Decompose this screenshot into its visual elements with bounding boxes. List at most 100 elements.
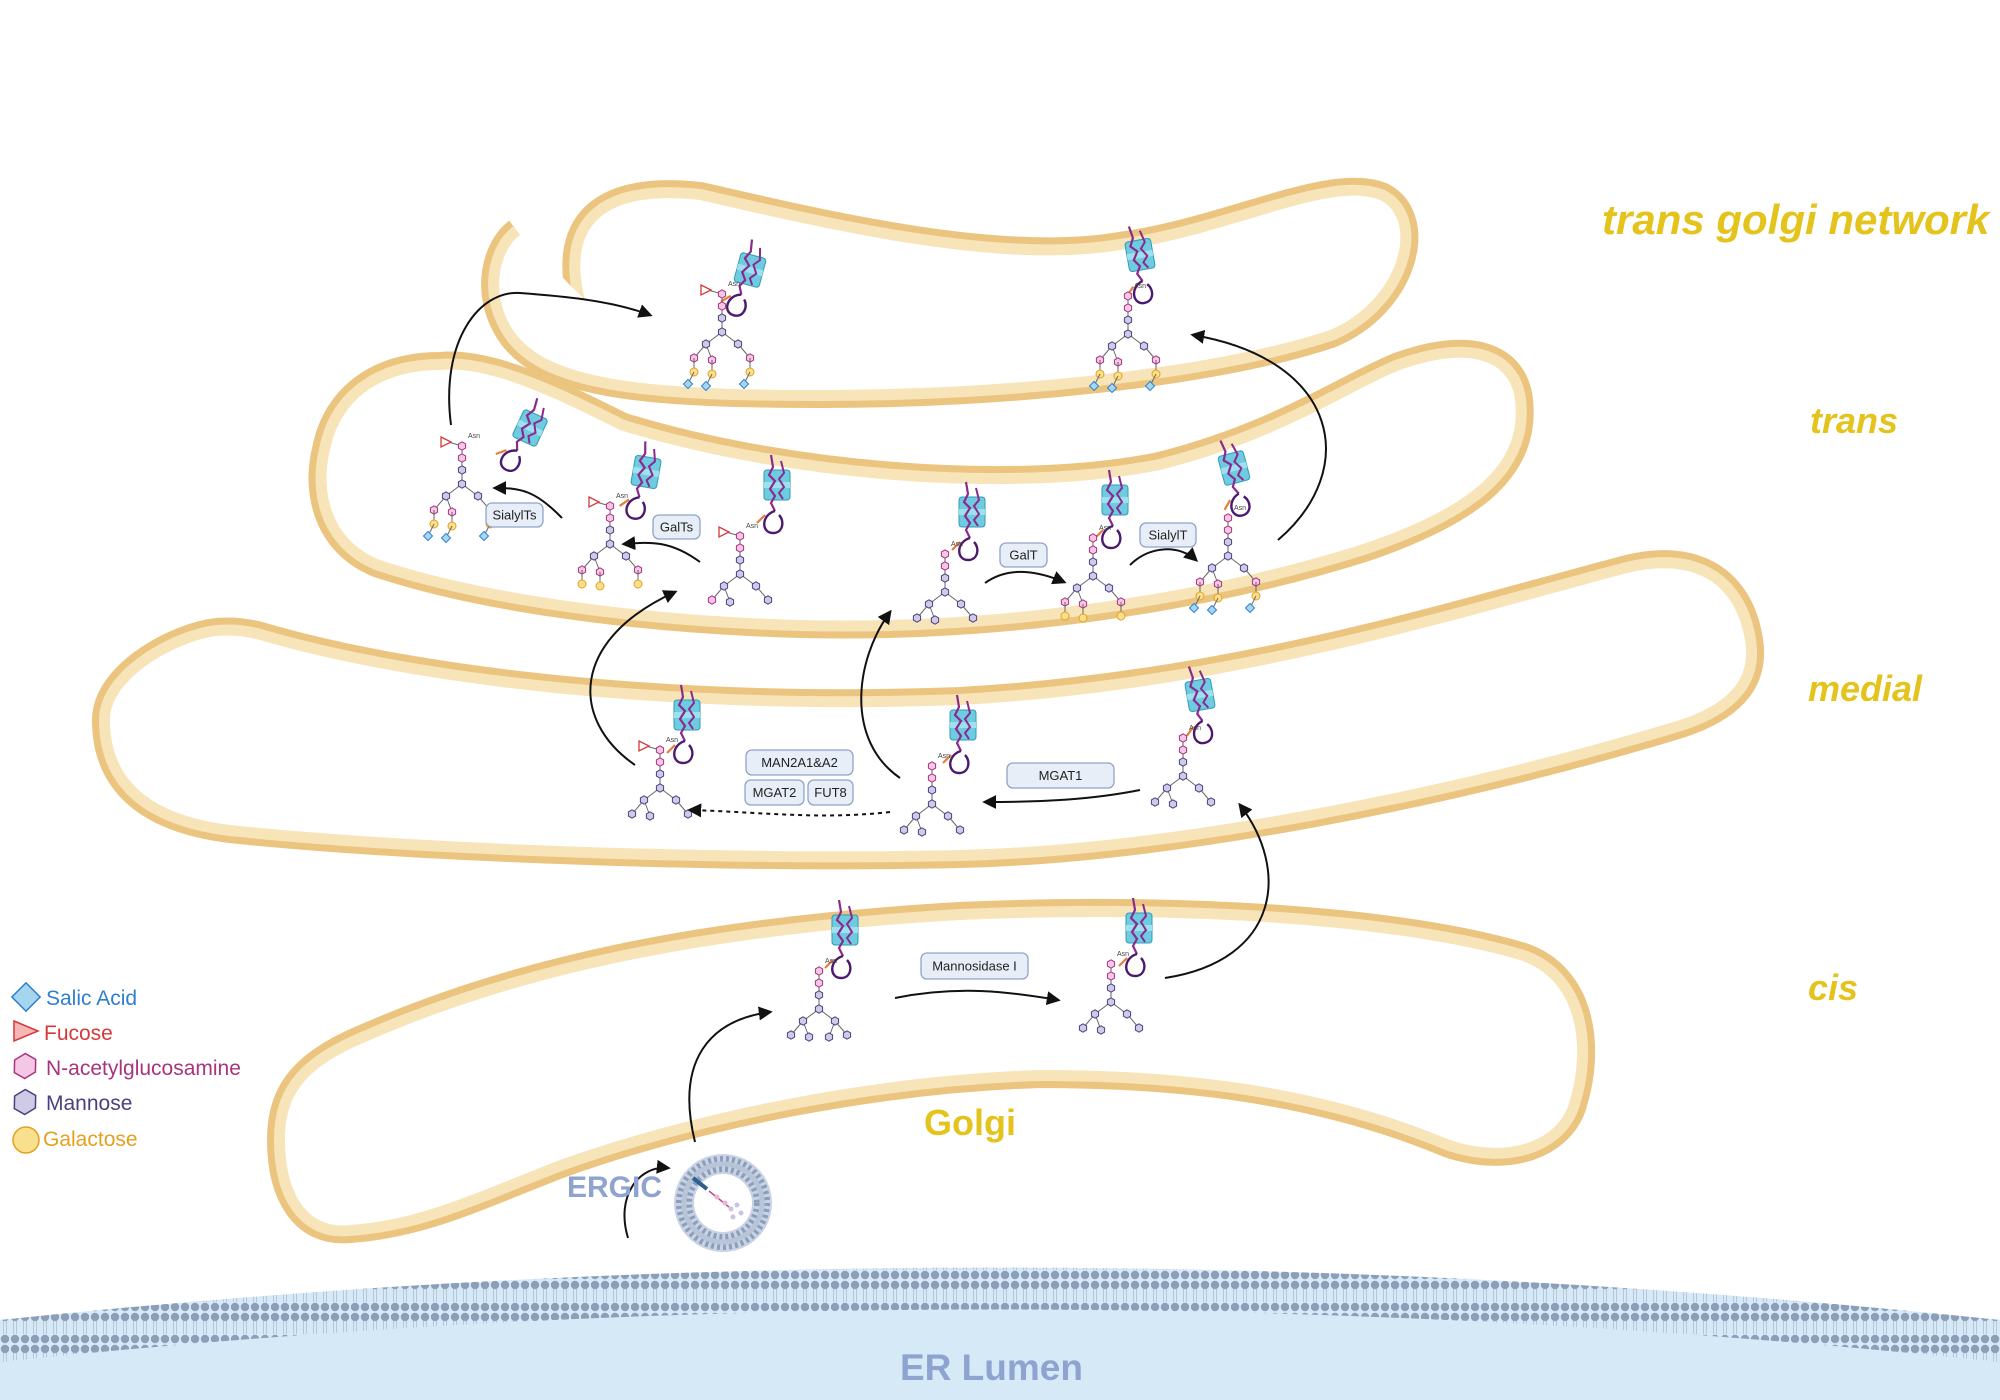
- glycoprotein: Asn: [682, 234, 772, 392]
- legend-label: Mannose: [46, 1092, 132, 1115]
- mannose-icon: [735, 555, 745, 565]
- enzyme-label: SialylTs: [492, 508, 537, 523]
- glcnac-icon: [717, 301, 727, 311]
- mannose-icon: [1104, 583, 1114, 593]
- mannose-icon: [717, 327, 727, 337]
- n-glycan: Asn: [786, 958, 852, 1042]
- sialic-icon: [738, 378, 750, 390]
- mannose-icon: [473, 491, 483, 501]
- enzyme-label: MGAT2: [753, 785, 797, 800]
- mannose-icon: [719, 581, 729, 591]
- glcnac-icon: [655, 745, 665, 755]
- sialic-icon: [682, 378, 694, 390]
- mannose-icon: [1150, 797, 1160, 807]
- transport-arrow: [1164, 802, 1270, 979]
- mannose-icon: [1162, 783, 1172, 793]
- galactose-icon: [1060, 611, 1070, 621]
- mannose-icon: [912, 613, 922, 623]
- n-glycan: Asn: [707, 523, 773, 607]
- enzyme-sialylts: SialylTs: [485, 502, 544, 528]
- glcnac-icon: [735, 531, 745, 541]
- glcnac-icon: [940, 549, 950, 559]
- mannose-icon: [824, 1032, 834, 1042]
- glcnac-icon: [13, 1052, 37, 1080]
- svg-text:Asn: Asn: [1099, 525, 1111, 532]
- mannose-icon: [1072, 583, 1082, 593]
- mannose-icon: [1134, 1023, 1144, 1033]
- galactose-icon: [577, 579, 587, 589]
- enzyme-label: GalTs: [660, 520, 694, 535]
- galactose-icon: [633, 579, 643, 589]
- mannose-icon: [930, 615, 940, 625]
- mannose-icon: [725, 597, 735, 607]
- mannose-icon: [1088, 571, 1098, 581]
- transport-arrow: [1190, 329, 1327, 541]
- mannose-icon: [917, 827, 927, 837]
- mannose-icon: [899, 825, 909, 835]
- reaction-arrows: [448, 291, 1327, 1239]
- enzyme-fut8: FUT8: [807, 779, 854, 806]
- fucose-icon: [13, 1019, 40, 1043]
- transport-arrow: [688, 1006, 773, 1143]
- mannose-icon: [1223, 537, 1233, 547]
- mannose-icon: [1096, 1025, 1106, 1035]
- sialic-icon: [1144, 380, 1156, 392]
- mannose-icon: [605, 539, 615, 549]
- n-glycan: Asn: [1088, 283, 1161, 394]
- svg-text:Asn: Asn: [666, 737, 678, 744]
- legend-label: Salic Acid: [46, 987, 137, 1010]
- mannose-icon: [671, 795, 681, 805]
- glcnac-icon: [655, 757, 665, 767]
- n-glycan: Asn: [1078, 951, 1144, 1035]
- mannose-icon: [1178, 771, 1188, 781]
- transport-arrow: [982, 789, 1141, 809]
- svg-text:Asn: Asn: [825, 958, 837, 965]
- mannose-icon: [735, 569, 745, 579]
- glycoprotein: Asn: [912, 480, 987, 625]
- glycoprotein: Asn: [707, 453, 792, 607]
- stage-label-tgn: trans golgi network: [1602, 196, 1992, 243]
- svg-text:Asn: Asn: [1234, 505, 1246, 512]
- mannose-icon: [1206, 797, 1216, 807]
- svg-text:Asn: Asn: [728, 281, 740, 288]
- er-lumen-label: ER Lumen: [900, 1347, 1083, 1388]
- golgi-label: Golgi: [924, 1102, 1016, 1143]
- mannose-icon: [1090, 1009, 1100, 1019]
- mannose-icon: [1122, 1009, 1132, 1019]
- glcnac-icon: [1088, 533, 1098, 543]
- mannose-icon: [911, 811, 921, 821]
- transport-arrow: [589, 590, 678, 766]
- mannose-icon: [842, 1030, 852, 1040]
- mannose-icon: [1107, 341, 1117, 351]
- glcnac-icon: [1106, 971, 1116, 981]
- sialic-icon: [1206, 604, 1218, 616]
- glcnac-icon: [927, 773, 937, 783]
- glcnac-icon: [1106, 959, 1116, 969]
- mannose-icon: [639, 795, 649, 805]
- mannose-icon: [927, 785, 937, 795]
- cisterna-cis: [267, 898, 1596, 1244]
- stage-label-medial: medial: [1808, 668, 1923, 709]
- svg-text:Asn: Asn: [468, 433, 480, 440]
- n-glycan: Asn: [627, 737, 693, 821]
- enzyme-galts: GalTs: [652, 514, 701, 540]
- mannose-icon: [955, 825, 965, 835]
- glycoprotein: Asn: [1150, 661, 1223, 809]
- mannose-icon: [1106, 983, 1116, 993]
- enzyme-galt: GalT: [999, 542, 1048, 568]
- mannose-icon: [1194, 783, 1204, 793]
- sialic-icon: [422, 530, 434, 542]
- n-glycan: Asn: [1150, 725, 1216, 809]
- enzyme-label: FUT8: [814, 785, 847, 800]
- transport-arrow: [1129, 547, 1199, 566]
- svg-text:Asn: Asn: [1134, 283, 1146, 290]
- n-glycan: Asn: [682, 281, 755, 392]
- mannose-icon: [956, 599, 966, 609]
- transport-arrow: [894, 989, 1061, 1006]
- galactose-icon: [1078, 613, 1088, 623]
- mannose-icon: [605, 525, 615, 535]
- glcnac-icon: [457, 441, 467, 451]
- enzyme-label: SialylT: [1148, 528, 1187, 543]
